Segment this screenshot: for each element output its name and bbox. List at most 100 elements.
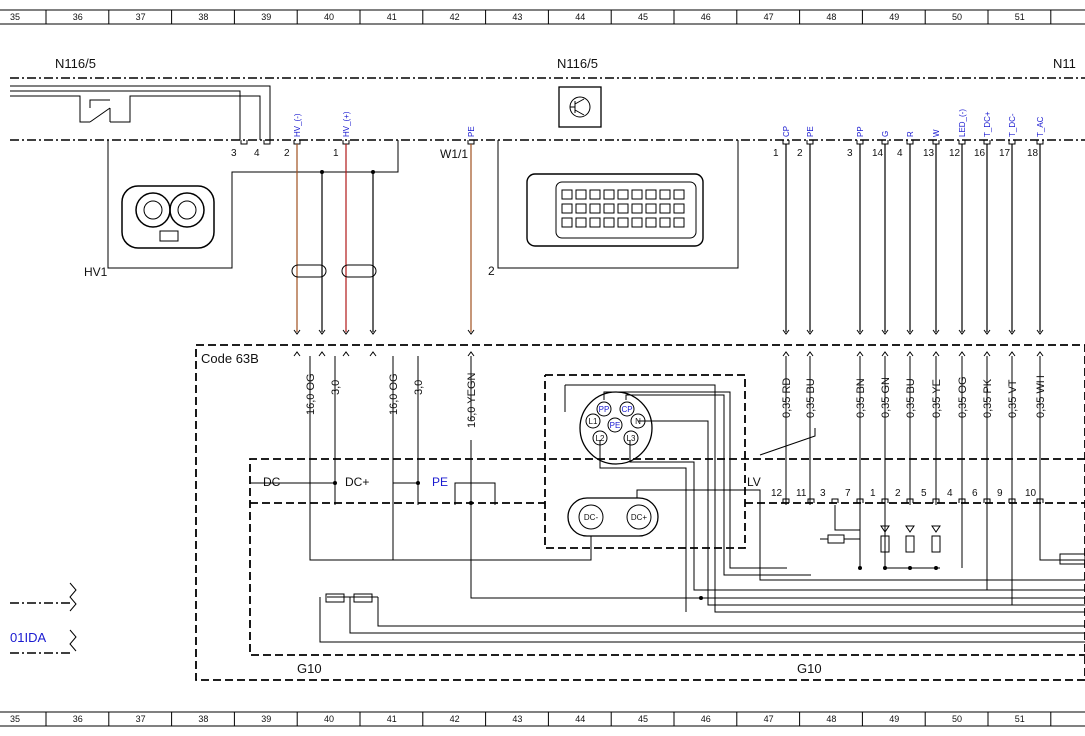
svg-text:CP: CP (621, 405, 632, 414)
pe-label: PE (432, 475, 448, 489)
socket-pin-n: N (630, 413, 646, 429)
socket-pin-cp: CP (619, 401, 635, 417)
connector-cell (603, 189, 615, 200)
wire-start-arrow (342, 351, 350, 357)
wire-start-arrow (293, 351, 301, 357)
wire-start-arrow (856, 351, 864, 357)
wire-start-arrow (906, 351, 914, 357)
connector-pin: PE (467, 126, 476, 145)
grid-column-label: 36 (73, 714, 83, 724)
lv-pin: 11 (796, 488, 815, 503)
grid-column-label: 41 (387, 714, 397, 724)
connector-cell (603, 203, 615, 214)
connector-cell (561, 203, 573, 214)
socket-pin-l2: L2 (592, 430, 608, 446)
socket-pin-pe: PE (607, 417, 623, 433)
wire-end-arrow (293, 329, 301, 335)
wire-start-arrow (318, 351, 326, 357)
ida-reference: 01IDA (10, 582, 77, 654)
wire-end-arrow (342, 329, 350, 335)
wire-start-arrow (782, 351, 790, 357)
grid-column-label: 43 (512, 714, 522, 724)
code-63b-label: Code 63B (201, 351, 259, 366)
grid-column-label: 40 (324, 12, 334, 22)
connector-cell (575, 189, 587, 200)
transistor-icon (558, 86, 602, 128)
wire-label: 0,35 BN (855, 378, 867, 418)
wire-end-arrow (467, 329, 475, 335)
connector-pin: 1HV_(+) (333, 111, 351, 159)
pin-number: 13 (923, 148, 935, 159)
connector-pin: 1CP (773, 126, 791, 159)
wire-label: 0,35 VT (1007, 379, 1019, 418)
wire-label: 16,0 YEGN (466, 373, 478, 428)
led-resistor (880, 525, 890, 553)
pin-number: 14 (872, 148, 884, 159)
code-63b-region (195, 344, 1085, 681)
pin-number: 12 (949, 148, 961, 159)
pin-signal-label: T_DC+ (983, 111, 992, 137)
connector-pin: 4 (254, 140, 271, 159)
wire-start-arrow (467, 351, 475, 357)
grid-column-label: 49 (889, 12, 899, 22)
grid-column-label: 46 (701, 714, 711, 724)
wire-start-arrow (932, 351, 940, 357)
pin-signal-label: R (906, 131, 915, 137)
svg-text:3: 3 (820, 488, 826, 499)
connector-cell (659, 203, 671, 214)
led-resistor (931, 525, 941, 553)
svg-text:11: 11 (796, 488, 807, 499)
wire-start-arrow (881, 351, 889, 357)
junction-dot (371, 170, 375, 174)
pin-signal-label: PE (806, 126, 815, 137)
junction-dot (883, 566, 887, 570)
grid-column-label: 39 (261, 12, 271, 22)
pin-number: 3 (847, 148, 853, 159)
g10-label-right: G10 (797, 661, 822, 676)
grid-column-label: 42 (450, 714, 460, 724)
wire-start-arrow (1008, 351, 1016, 357)
svg-text:PP: PP (599, 405, 610, 414)
grid-column-label: 51 (1015, 12, 1025, 22)
wire-label: 16,0 OG (388, 373, 400, 415)
harness-lines (309, 384, 1085, 643)
wire-end-arrow (369, 329, 377, 335)
grid-column-label: 39 (261, 714, 271, 724)
socket-pin-pp: PP (596, 401, 612, 417)
wire-end-arrow (1008, 329, 1016, 335)
grid-column-label: 46 (701, 12, 711, 22)
pin-number: 2 (797, 148, 803, 159)
pin-signal-label: HV_(-) (293, 113, 302, 137)
wire-label: 0,35 GN (880, 377, 892, 418)
wire-label: 3,0 (330, 380, 342, 395)
connector-cell (659, 217, 671, 228)
wire-label: 0,35 YE (931, 379, 943, 418)
svg-text:L1: L1 (589, 417, 598, 426)
pin-signal-label: HV_(+) (342, 111, 351, 137)
connector-cell (631, 189, 643, 200)
pin-signal-label: T_DC- (1008, 113, 1017, 137)
switch-symbol (10, 85, 271, 140)
svg-text:5: 5 (921, 488, 927, 499)
grid-column-label: 44 (575, 714, 585, 724)
grid-column-label: 47 (764, 12, 774, 22)
wire-label: 0,35 BU (905, 378, 917, 418)
wire-label: 0,35 RD (781, 378, 793, 418)
connector-cell (561, 217, 573, 228)
grid-column-label: 45 (638, 714, 648, 724)
grid-column-label: 48 (826, 714, 836, 724)
svg-text:L2: L2 (596, 434, 605, 443)
wire-start-arrow (369, 351, 377, 357)
svg-text:2: 2 (895, 488, 901, 499)
grid-column-label: 38 (198, 714, 208, 724)
grid-column-label: 45 (638, 12, 648, 22)
grid-column-label: 48 (826, 12, 836, 22)
hv1-label: HV1 (84, 265, 108, 279)
svg-text:PE: PE (610, 421, 621, 430)
wire-start-arrow (806, 351, 814, 357)
module-label-n11-right: N11 (1053, 56, 1076, 71)
wire-end-arrow (318, 329, 326, 335)
